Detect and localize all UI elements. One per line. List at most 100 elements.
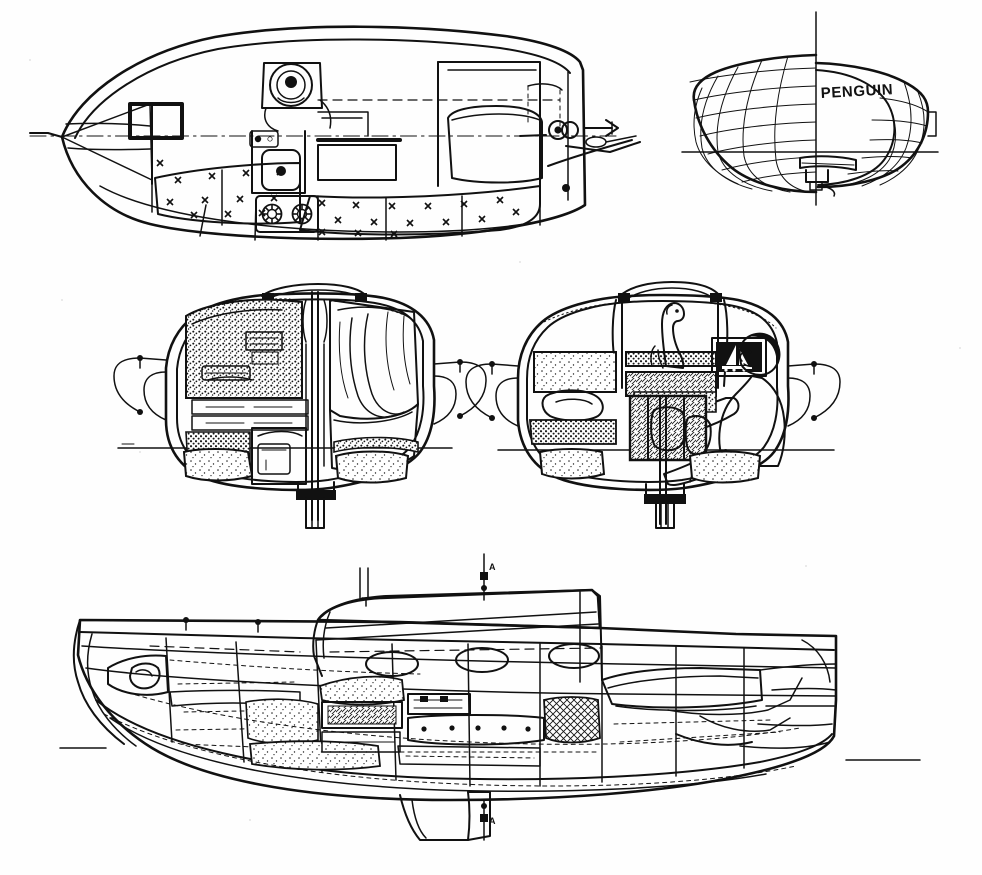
profile-galley-locker [321,701,403,729]
section-a-port-locker [185,298,303,399]
bodyplan-stbd-inner-curve [815,69,896,186]
plan-transom [582,69,586,206]
profile-settee-tufts [421,725,531,732]
profile-deck-hardware [183,597,373,633]
profile-hull-outline [76,618,838,802]
plan-head-compartment [251,130,306,194]
profile-rub-rail [85,667,837,697]
plan-stem-fairing [65,122,151,127]
section-a-coachroof [261,283,367,297]
section-a-port-drawers [191,399,309,431]
profile-settee [407,714,545,746]
profile-planking-seams [103,659,801,787]
section-a-bilge-pocket-stbd [334,450,410,484]
view-inboard-profile: A A [59,553,921,841]
plan-head-seat-arc [264,107,279,132]
profile-engine-space [407,693,471,715]
plan-stem-fairing2 [67,147,151,151]
profile-deckline-dash [149,645,301,653]
plan-deck-fitting [249,130,279,148]
section-b-framed-picture [711,337,767,377]
section-a-bilge-pocket-port [182,448,254,482]
section-a-handrail-stbd [355,293,367,302]
section-b-hatch-corner-port [618,293,630,302]
section-a-stbd-shelf [333,436,419,454]
section-b-hatch-corner-stbd [710,293,722,302]
profile-garboard [109,717,767,792]
profile-cockpit-seat [615,705,757,712]
section-a-handrail-port [262,293,274,302]
bodyplan-outer-port [692,98,818,194]
profile-trunk-top [321,589,591,617]
profile-fwd-stowage [245,698,319,745]
plan-rudder-tiller [519,120,641,167]
section-b-port-settee [529,419,617,445]
profile-portlight-3 [548,643,600,669]
section-b-keel-stub [644,483,686,529]
bodyplan-waterlines-stbd [847,97,929,175]
profile-keel-skeg [399,791,471,841]
bodyplan-sheer-stbd [814,61,930,114]
plan-deck-edge [60,25,587,241]
plan-stem [29,132,63,138]
scan-artifacts [29,59,961,821]
profile-bottom-line [95,699,833,781]
section-a-keel-stub [296,481,336,529]
profile-engine-detail [413,696,463,709]
section-letter-top: A [489,562,496,572]
vessel-name-label: PENGUIN [820,81,893,102]
profile-anchor-locker [107,654,169,696]
profile-sheer-1 [79,631,835,651]
profile-transom [833,635,837,737]
section-a-toerails [113,355,487,425]
profile-lazarette [667,677,803,716]
profile-lower-lockers [321,731,401,753]
plan-main-settee [299,185,541,236]
plan-sheer-inner [74,38,571,139]
bodyplan-waterlines-port [689,67,817,183]
profile-portlight-2 [455,647,509,673]
profile-aft-stowage [543,696,601,744]
plan-cockpit-well [447,105,543,184]
section-letter-bottom: A [489,816,496,826]
profile-galley-locker-inner [327,705,397,725]
profile-bilge-tank [249,740,381,771]
profile-stem [72,619,125,745]
section-a-port-locker-detail [201,331,283,381]
section-b-bilge-pocket-stbd [688,450,762,484]
plan-toilet-head [261,62,323,109]
profile-rudder [467,791,491,841]
section-b-toerails [465,361,841,427]
section-b-dog-figure [650,302,685,369]
section-b-bilge-pocket-port [538,448,606,480]
section-b-port-counter [533,351,617,393]
profile-stern-shelf [699,715,791,732]
plan-head-door [319,99,332,129]
plan-counter-front [317,111,369,137]
plan-bridgedeck [437,61,541,187]
plan-inner-hull-aft [99,185,561,233]
profile-trunk-line2 [325,611,597,629]
section-a-hull [164,292,436,492]
plan-deck-cleat [562,184,570,192]
plan-forward-hatch [128,102,184,140]
section-b-hull-inner [526,300,779,483]
section-b-port-counter-detail [541,389,604,422]
view-section-b-aft [465,281,841,529]
section-a-garments [338,311,411,418]
view-section-a-forward [113,283,487,529]
view-plan-accommodation [29,25,641,241]
section-b-hatch-sill [625,351,717,367]
profile-galley-top [319,675,405,706]
plan-dinette-table [317,144,397,181]
plan-outboard-bracket [584,119,637,148]
section-b-hatch-top [619,281,721,297]
section-marker-a-aft[interactable]: A [480,799,496,841]
section-a-center-locker [251,427,307,485]
profile-cockpit [601,667,763,709]
profile-trunk-line3 [315,623,599,641]
view-body-plan: PENGUIN [681,11,939,206]
